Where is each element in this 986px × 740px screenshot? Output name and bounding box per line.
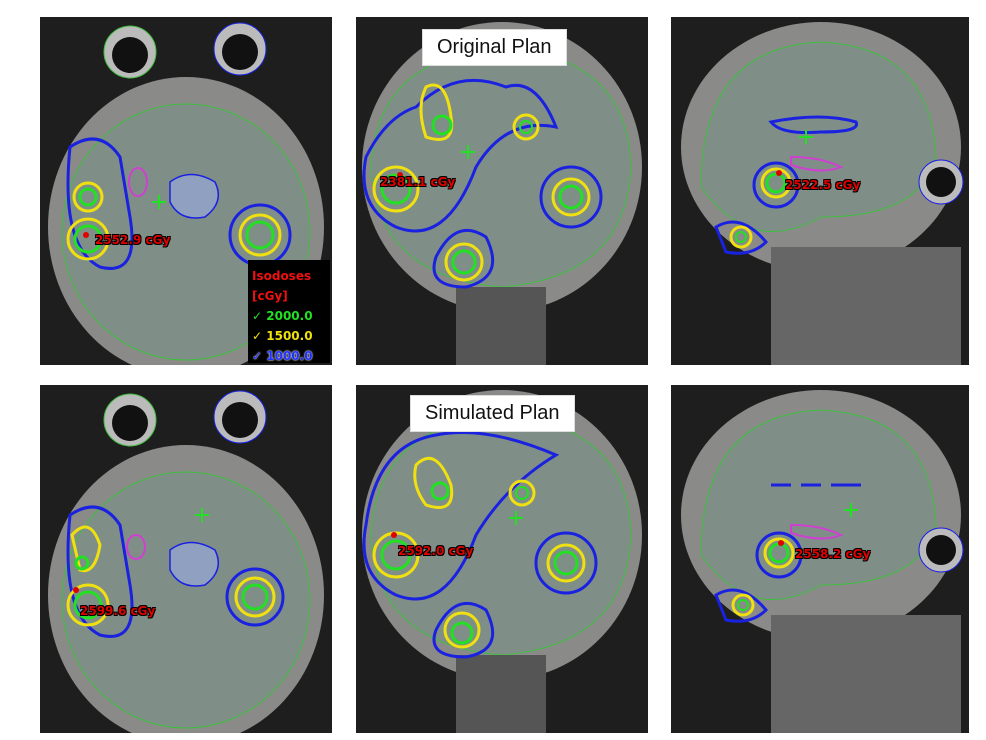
axial-view-simulated: 2599.6 cGy	[40, 385, 332, 733]
simulated-plan-label: Simulated Plan	[410, 395, 575, 432]
max-dose-label: 2592.0 cGy	[398, 544, 474, 558]
sagittal-scan-image	[681, 22, 964, 365]
sagittal-scan-image	[681, 390, 964, 733]
legend-item-2000[interactable]: ✓ 2000.0	[252, 309, 313, 323]
max-dose-label: 2522.5 cGy	[785, 178, 861, 192]
legend-title: Isodoses [cGy]	[252, 269, 312, 303]
isodose-legend: Isodoses [cGy] ✓ 2000.0 ✓ 1500.0 ✓ 1000.…	[248, 260, 330, 363]
max-dose-label: 2558.2 cGy	[795, 547, 871, 561]
coronal-view-simulated: Simulated Plan 2592.0 cGy	[356, 385, 648, 733]
max-dose-label: 2381.1 cGy	[380, 175, 456, 189]
max-dose-label: 2552.9 cGy	[95, 233, 171, 247]
sagittal-view-original: 2522.5 cGy	[671, 17, 969, 365]
axial-scan-image	[48, 390, 324, 733]
coronal-scan-image	[362, 22, 642, 365]
coronal-scan-image	[362, 390, 642, 733]
sagittal-view-simulated: 2558.2 cGy	[671, 385, 969, 733]
max-dose-label: 2599.6 cGy	[80, 604, 156, 618]
original-plan-label: Original Plan	[422, 29, 567, 66]
coronal-view-original: Original Plan 2381.1 cGy	[356, 17, 648, 365]
legend-item-1500[interactable]: ✓ 1500.0	[252, 329, 313, 343]
legend-item-1000[interactable]: ✓ 1000.0	[252, 349, 313, 363]
axial-view-original: 2552.9 cGy Isodoses [cGy] ✓ 2000.0 ✓ 150…	[40, 17, 332, 365]
